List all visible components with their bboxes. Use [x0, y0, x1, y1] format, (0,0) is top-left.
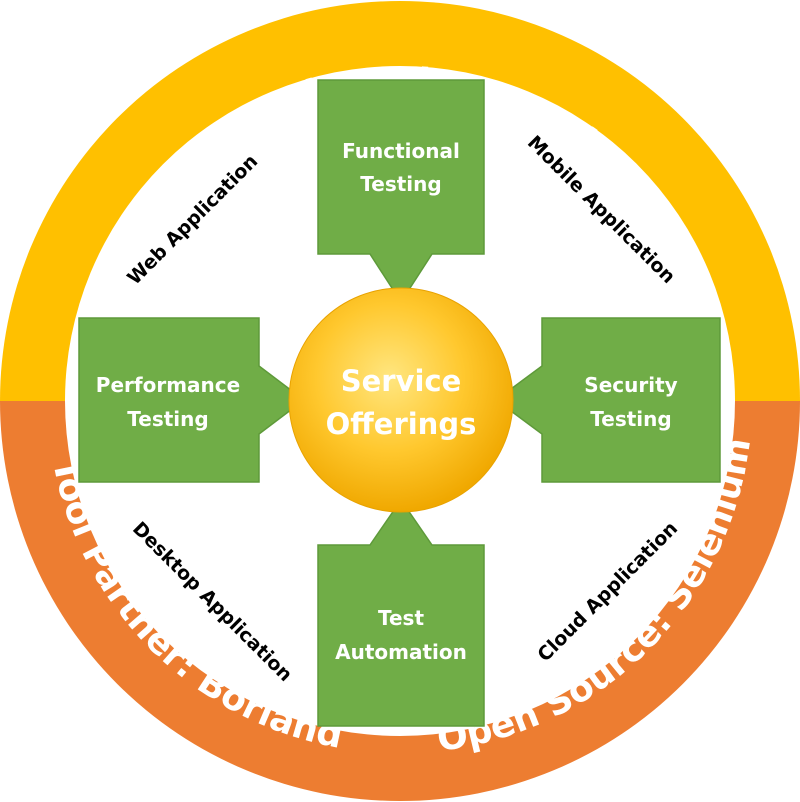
test-automation-box: Test Automation	[317, 498, 485, 727]
security-testing-line1: Security	[584, 373, 677, 397]
functional-testing-line1: Functional	[342, 139, 460, 163]
test-automation-line1: Test	[378, 606, 424, 630]
functional-testing-box: Functional Testing	[317, 79, 485, 304]
security-testing-box: Security Testing	[494, 317, 721, 483]
performance-testing-line1: Performance	[96, 373, 240, 397]
test-automation-line2: Automation	[335, 640, 467, 664]
performance-testing-box: Performance Testing	[78, 317, 306, 483]
center-line1: Service	[341, 364, 462, 398]
service-offerings-circle: Service Offerings	[288, 287, 514, 513]
security-testing-line2: Testing	[590, 407, 671, 431]
performance-testing-line2: Testing	[127, 407, 208, 431]
functional-testing-line2: Testing	[360, 172, 441, 196]
center-line2: Offerings	[326, 407, 477, 441]
